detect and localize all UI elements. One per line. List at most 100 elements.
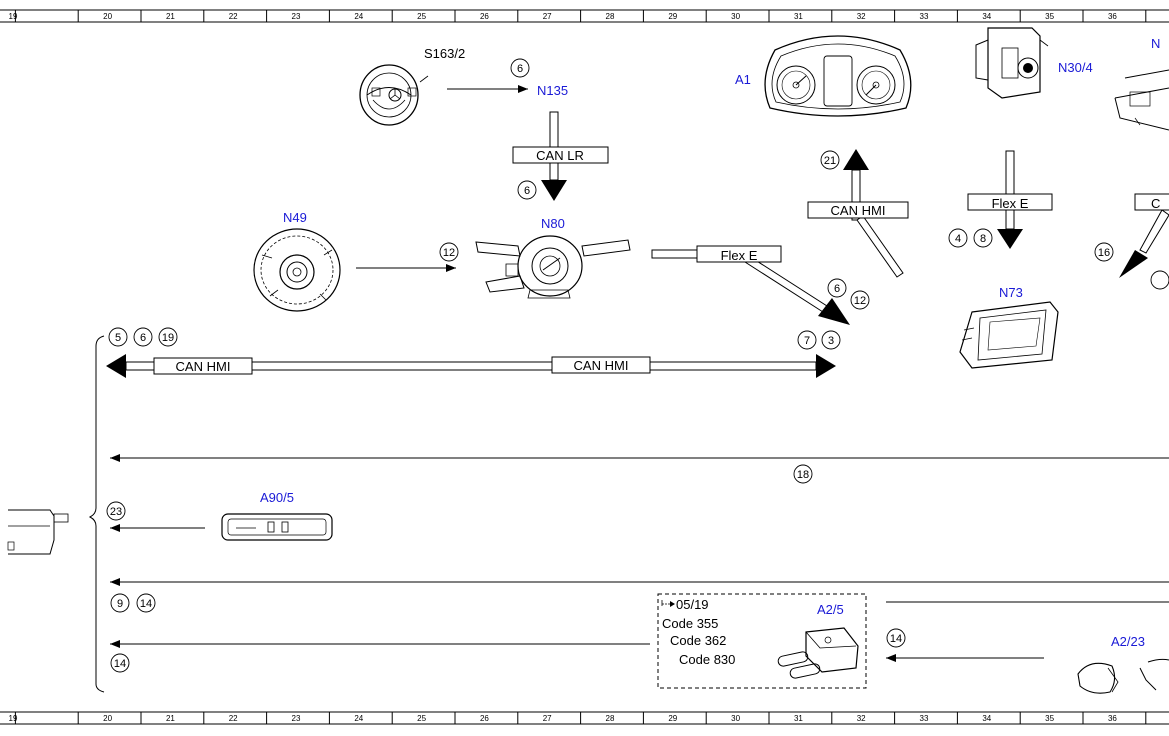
ruler-number: 35 bbox=[1045, 12, 1054, 21]
ruler-number: 26 bbox=[480, 714, 489, 723]
svg-text:12: 12 bbox=[443, 247, 455, 259]
flex-e-n80-line bbox=[651, 249, 850, 325]
a90-5-label[interactable]: A90/5 bbox=[260, 490, 294, 505]
svg-text:6: 6 bbox=[140, 332, 146, 344]
can-hmi-mid-box bbox=[551, 356, 651, 374]
svg-text:6: 6 bbox=[834, 283, 840, 295]
a2-23-sensor-icon[interactable] bbox=[1077, 658, 1169, 694]
ruler-top: 19202122232425262728293031323334353637 bbox=[0, 9, 1169, 23]
ruler-number: 28 bbox=[606, 12, 615, 21]
date-arrow-icon bbox=[661, 600, 675, 607]
circle-number-19: 19 bbox=[158, 327, 178, 347]
n73-label[interactable]: N73 bbox=[999, 285, 1023, 300]
ruler-number: 30 bbox=[731, 714, 740, 723]
instrument-cluster-icon[interactable] bbox=[764, 35, 912, 117]
left-partial-module-icon bbox=[7, 509, 69, 555]
can-hmi-bus-line bbox=[106, 354, 836, 378]
n80-switch-icon[interactable] bbox=[475, 235, 631, 299]
flex-e-n80-label: Flex E bbox=[721, 248, 758, 263]
can-lr-label: CAN LR bbox=[536, 148, 584, 163]
can-lr-line bbox=[541, 111, 567, 201]
ruler-number: 36 bbox=[1108, 12, 1117, 21]
svg-text:16: 16 bbox=[1098, 247, 1110, 259]
n-partial-label[interactable]: N bbox=[1151, 36, 1160, 51]
ruler-number: 29 bbox=[668, 714, 677, 723]
circle-number-14-a: 14 bbox=[136, 593, 156, 613]
a2-5-module-icon[interactable] bbox=[777, 627, 859, 679]
ruler-number: 25 bbox=[417, 12, 426, 21]
circle-number-8: 8 bbox=[973, 228, 993, 248]
circle-number-6-flex: 6 bbox=[827, 278, 847, 298]
a1-label[interactable]: A1 bbox=[735, 72, 751, 87]
ruler-number: 22 bbox=[229, 714, 238, 723]
n30-4-label[interactable]: N30/4 bbox=[1058, 60, 1093, 75]
a90-5-module-icon[interactable] bbox=[221, 513, 333, 541]
svg-text:3: 3 bbox=[828, 335, 834, 347]
ruler-number: 30 bbox=[731, 12, 740, 21]
can-hmi-mid-label: CAN HMI bbox=[574, 358, 629, 373]
ruler-number: 24 bbox=[354, 12, 363, 21]
ruler-number: 26 bbox=[480, 12, 489, 21]
n73-module-icon[interactable] bbox=[959, 301, 1059, 369]
ruler-bottom: 19202122232425262728293031323334353637 bbox=[0, 711, 1169, 725]
svg-text:18: 18 bbox=[797, 469, 809, 481]
svg-text:14: 14 bbox=[890, 633, 902, 645]
code-box-code3: Code 830 bbox=[679, 652, 735, 667]
ruler-number: 20 bbox=[103, 12, 112, 21]
flex-e-n30-label: Flex E bbox=[992, 196, 1029, 211]
circle-number-5: 5 bbox=[108, 327, 128, 347]
code-box-date: 05/19 bbox=[676, 597, 709, 612]
n135-label[interactable]: N135 bbox=[537, 83, 568, 98]
can-hmi-left-label: CAN HMI bbox=[176, 359, 231, 374]
flex-e-n30-box bbox=[967, 193, 1053, 211]
can-hmi-a1-line bbox=[843, 149, 904, 278]
ruler-number: 27 bbox=[543, 714, 552, 723]
ruler-number: 22 bbox=[229, 12, 238, 21]
circle-number-12-flex: 12 bbox=[850, 290, 870, 310]
ruler-number: 33 bbox=[920, 714, 929, 723]
svg-text:21: 21 bbox=[824, 155, 836, 167]
svg-text:23: 23 bbox=[110, 506, 122, 518]
ruler-number: 34 bbox=[982, 12, 991, 21]
can-hmi-a1-box bbox=[807, 201, 909, 219]
svg-text:5: 5 bbox=[115, 332, 121, 344]
ruler-number: 19 bbox=[9, 12, 18, 21]
circle-number-partial bbox=[1150, 270, 1169, 290]
n49-sensor-icon[interactable] bbox=[253, 228, 341, 312]
svg-text:6: 6 bbox=[517, 63, 523, 75]
ruler-number: 20 bbox=[103, 714, 112, 723]
circle-number-3: 3 bbox=[821, 330, 841, 350]
circle-number-21: 21 bbox=[820, 150, 840, 170]
can-hmi-left-box bbox=[153, 357, 253, 375]
ruler-number: 19 bbox=[9, 714, 18, 723]
circle-number-14-b: 14 bbox=[110, 653, 130, 673]
svg-text:14: 14 bbox=[140, 598, 152, 610]
steering-wheel-icon[interactable] bbox=[359, 64, 419, 126]
n80-label[interactable]: N80 bbox=[541, 216, 565, 231]
svg-text:9: 9 bbox=[117, 598, 123, 610]
n49-label[interactable]: N49 bbox=[283, 210, 307, 225]
svg-text:6: 6 bbox=[524, 185, 530, 197]
code-box-code2: Code 362 bbox=[670, 633, 726, 648]
a2-5-label[interactable]: A2/5 bbox=[817, 602, 844, 617]
ruler-number: 29 bbox=[668, 12, 677, 21]
ruler-number: 24 bbox=[354, 714, 363, 723]
circle-number-16: 16 bbox=[1094, 242, 1114, 262]
circle-number-7: 7 bbox=[797, 330, 817, 350]
svg-text:4: 4 bbox=[955, 233, 961, 245]
ruler-number: 23 bbox=[292, 714, 301, 723]
ruler-number: 31 bbox=[794, 714, 803, 723]
code-box-code1: Code 355 bbox=[662, 616, 718, 631]
circle-number-6-left: 6 bbox=[133, 327, 153, 347]
can-hmi-a1-label: CAN HMI bbox=[831, 203, 886, 218]
ruler-number: 28 bbox=[606, 714, 615, 723]
partial-module-icon bbox=[1114, 69, 1169, 131]
ruler-number: 31 bbox=[794, 12, 803, 21]
n30-4-module-icon[interactable] bbox=[975, 27, 1049, 99]
ruler-number: 32 bbox=[857, 12, 866, 21]
svg-text:14: 14 bbox=[114, 658, 126, 670]
a2-23-label[interactable]: A2/23 bbox=[1111, 634, 1145, 649]
ruler-number: 33 bbox=[920, 12, 929, 21]
circle-number-6-canlr: 6 bbox=[517, 180, 537, 200]
